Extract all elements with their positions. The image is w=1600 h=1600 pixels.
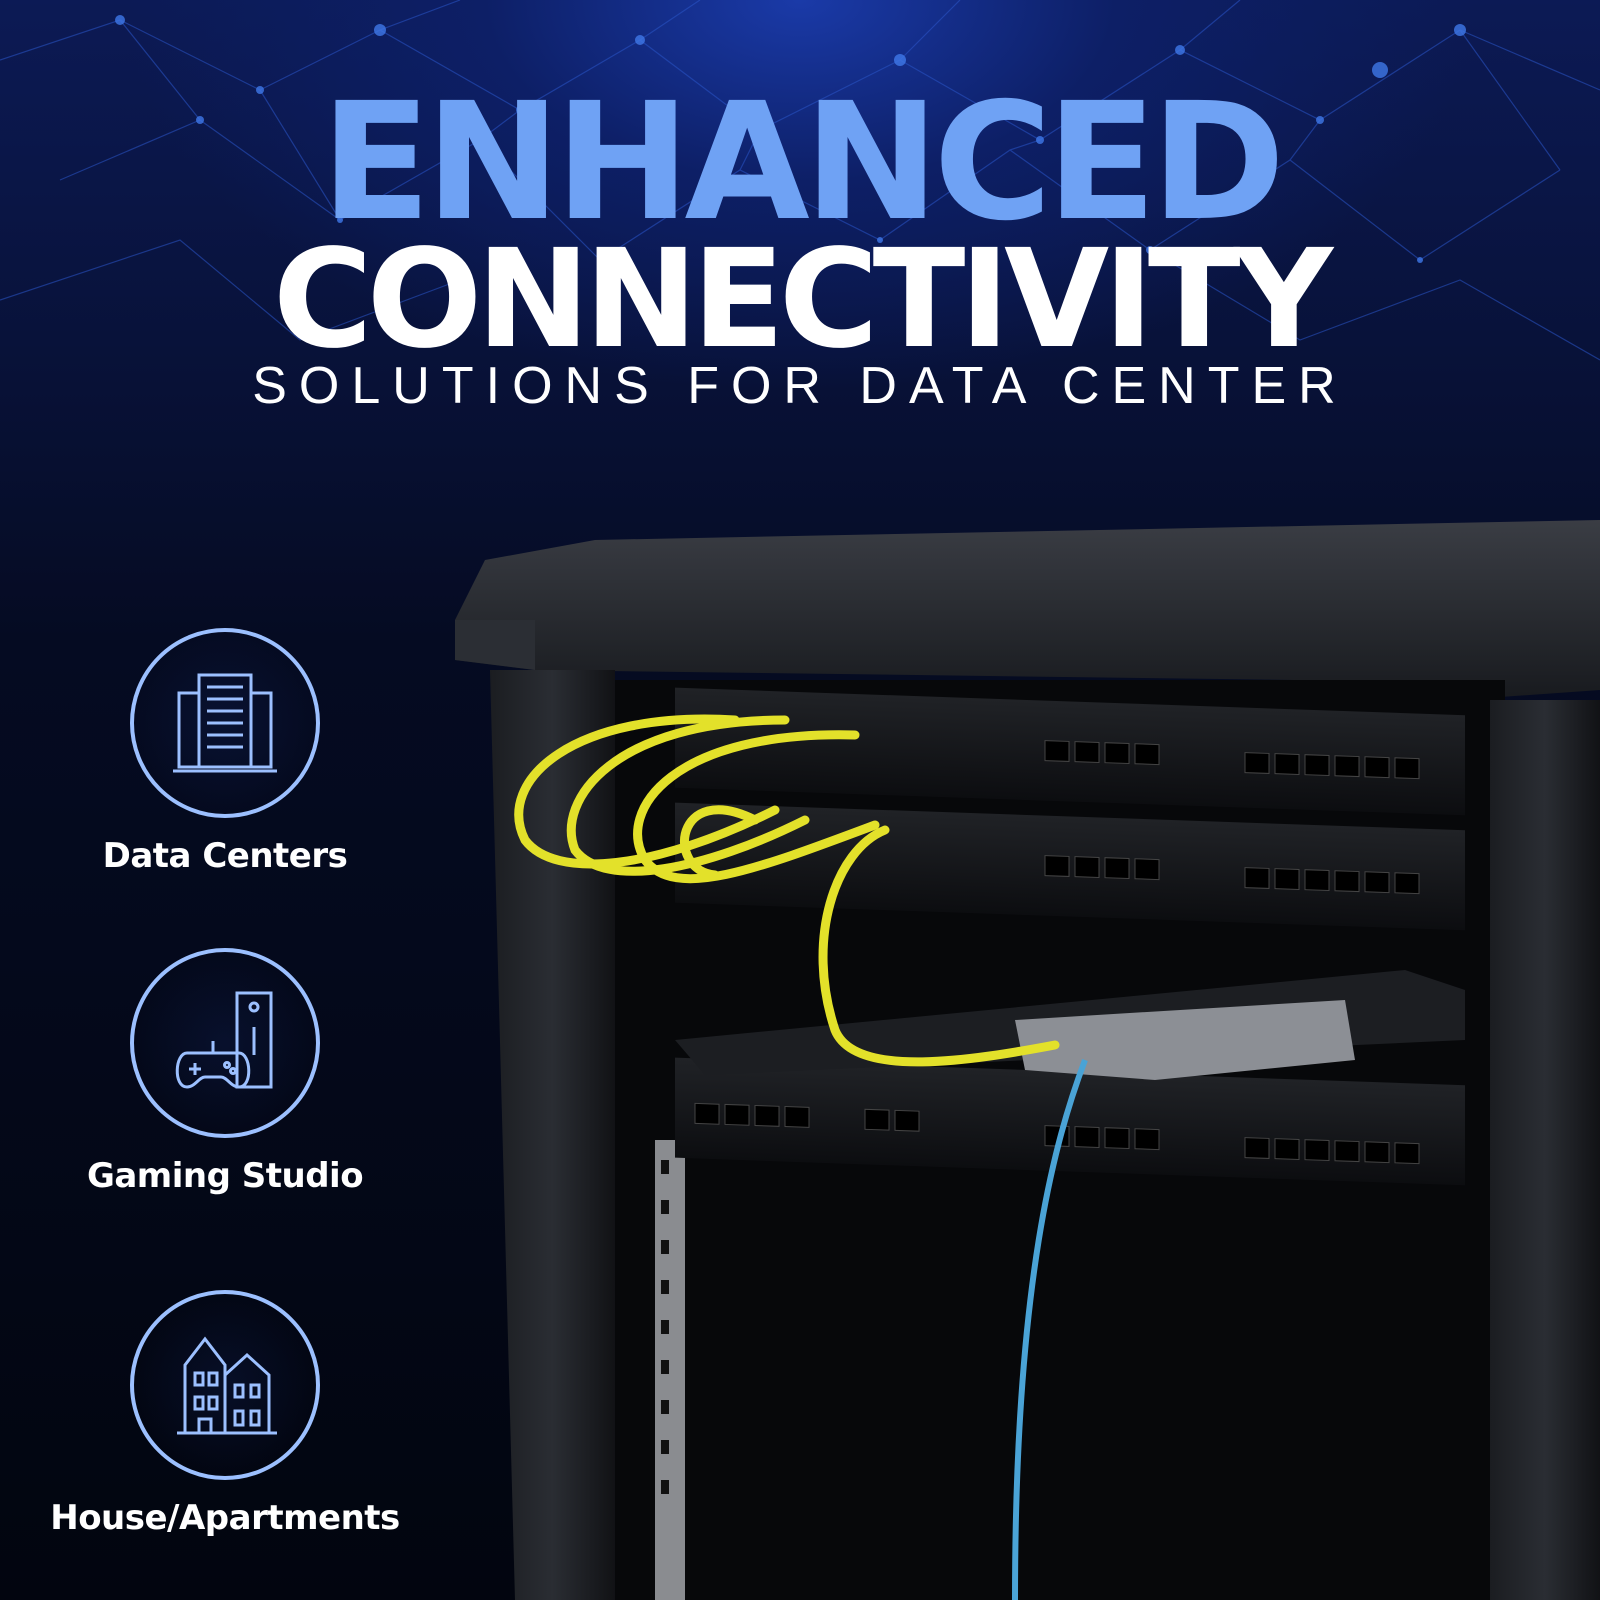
feature-circle <box>130 628 320 818</box>
feature-house-apartments: House/Apartments <box>20 1290 430 1538</box>
feature-circle <box>130 1290 320 1480</box>
gamepad-console-icon <box>175 991 273 1089</box>
feature-gaming-studio: Gaming Studio <box>20 948 430 1196</box>
headline-subtitle: SOLUTIONS FOR DATA CENTER <box>252 357 1348 415</box>
headline-connectivity: CONNECTIVITY <box>272 221 1333 379</box>
network-pattern <box>0 0 1600 361</box>
house-icon <box>177 1336 277 1435</box>
feature-label: Gaming Studio <box>86 1156 364 1196</box>
feature-label: Data Centers <box>102 836 348 876</box>
server-rack-image <box>455 520 1600 1600</box>
feature-data-centers: Data Centers <box>20 628 430 876</box>
headline-enhanced: ENHANCED <box>320 69 1286 257</box>
feature-label: House/Apartments <box>50 1498 400 1538</box>
feature-circle <box>130 948 320 1138</box>
server-rack-icon <box>173 673 277 773</box>
